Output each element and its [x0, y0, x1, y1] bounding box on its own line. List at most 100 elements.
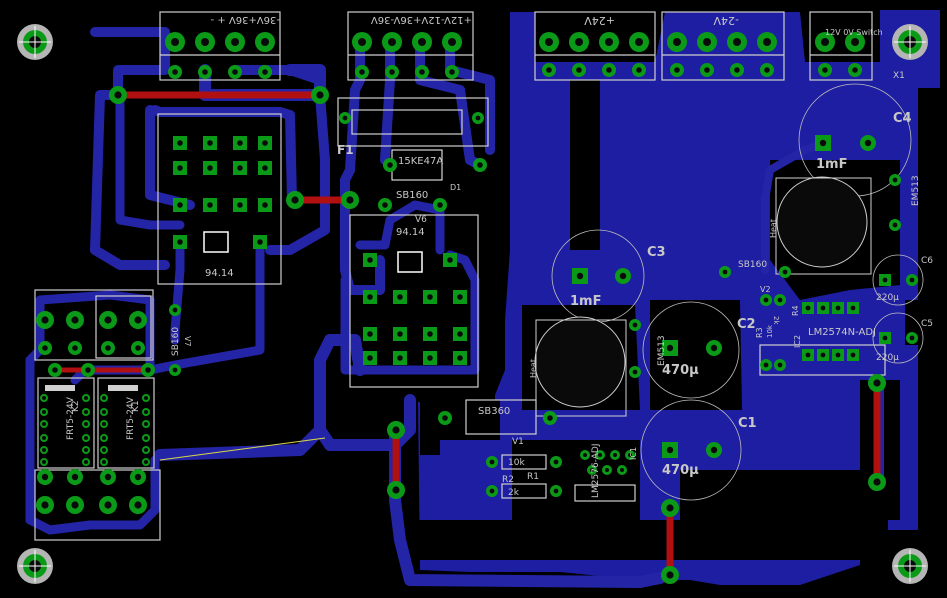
- pad-hole: [84, 436, 88, 440]
- label-ic-9414-a: 94.14: [205, 268, 234, 279]
- pad-hole: [442, 415, 448, 421]
- label-ic2: IC2: [793, 335, 802, 348]
- pad-hole: [177, 140, 183, 146]
- pad-hole: [367, 331, 373, 337]
- pad-hole: [666, 504, 674, 512]
- mounting-holes: [17, 24, 928, 584]
- pad-hole: [632, 369, 638, 375]
- capacitor-outlines: [551, 83, 924, 501]
- pad-hole: [144, 460, 148, 464]
- label-relay2: FRT5-24V: [66, 396, 76, 440]
- pad-hole: [852, 67, 858, 73]
- pad-hole: [102, 422, 106, 426]
- pad-hole: [763, 362, 769, 368]
- pad-hole: [42, 422, 46, 426]
- pad-hole: [851, 38, 859, 46]
- pad-hole: [733, 38, 741, 46]
- pad-hole: [144, 396, 148, 400]
- label-k1: K1: [131, 400, 141, 412]
- label-c6-value: 220µ: [876, 293, 899, 303]
- pad-hole: [316, 91, 324, 99]
- pad-hole: [261, 38, 269, 46]
- pad-hole: [666, 571, 674, 579]
- pad-hole: [457, 355, 463, 361]
- label-r4-value: 2k: [772, 316, 780, 325]
- pad-hole: [666, 446, 674, 454]
- pad-hole: [545, 38, 553, 46]
- label-conn-24m: -24V: [713, 14, 739, 27]
- pad-hole: [84, 396, 88, 400]
- pad-hole: [397, 331, 403, 337]
- pad-hole: [873, 478, 881, 486]
- pad-hole: [782, 269, 788, 275]
- label-v6: V6: [415, 215, 427, 225]
- top-traces: [52, 91, 881, 579]
- pad-hole: [232, 69, 238, 75]
- pad-hole: [636, 67, 642, 73]
- label-v2: V2: [760, 285, 771, 294]
- pad-hole: [666, 344, 674, 352]
- pad-hole: [367, 294, 373, 300]
- label-lm2576: LM2576-ADJ: [591, 444, 601, 498]
- pad-hole: [819, 139, 827, 147]
- label-x1: X1: [893, 71, 905, 81]
- pad-hole: [892, 222, 898, 228]
- pad-hole: [605, 38, 613, 46]
- pad-hole: [72, 345, 78, 351]
- pad-hole: [42, 436, 46, 440]
- pad-hole: [777, 297, 783, 303]
- label-c3: C3: [647, 245, 666, 260]
- label-em513-b: EM513: [911, 175, 921, 206]
- pad-hole: [397, 294, 403, 300]
- label-f1: F1: [337, 143, 354, 157]
- label-c1: C1: [738, 416, 757, 431]
- pad-hole: [207, 202, 213, 208]
- pad-hole: [576, 67, 582, 73]
- pad-hole: [590, 468, 594, 472]
- label-v1: V1: [512, 437, 524, 447]
- pad-hole: [41, 501, 49, 509]
- pad-hole: [820, 305, 826, 311]
- label-r2-value: 2k: [508, 488, 520, 498]
- pad-hole: [84, 460, 88, 464]
- pad-hole: [909, 335, 915, 341]
- pad-hole: [710, 446, 718, 454]
- pad-hole: [145, 367, 151, 373]
- label-r4: R4: [791, 305, 800, 316]
- pad-hole: [864, 139, 872, 147]
- pad-hole: [237, 140, 243, 146]
- pad-hole: [704, 67, 710, 73]
- pad-hole: [546, 67, 552, 73]
- pad-hole: [449, 69, 455, 75]
- pad-hole: [389, 69, 395, 75]
- pad-hole: [71, 501, 79, 509]
- pad-hole: [144, 410, 148, 414]
- pad-hole: [835, 352, 841, 358]
- pad-hole: [764, 67, 770, 73]
- label-r3-value: 10k: [766, 324, 774, 338]
- pad-hole: [777, 362, 783, 368]
- label-c2: C2: [737, 317, 756, 332]
- pad-hole: [102, 396, 106, 400]
- pad-hole: [427, 331, 433, 337]
- pad-hole: [722, 269, 728, 275]
- pad-hole: [613, 453, 617, 457]
- label-em513-a: EM513: [657, 335, 667, 366]
- pad-hole: [583, 453, 587, 457]
- pad-hole: [447, 257, 453, 263]
- pad-hole: [489, 488, 495, 494]
- pad-hole: [575, 38, 583, 46]
- pad-hole: [419, 69, 425, 75]
- label-heat-a: Heat: [529, 359, 538, 378]
- pad-hole: [346, 196, 354, 204]
- label-c5: C5: [921, 319, 933, 329]
- pad-hole: [359, 69, 365, 75]
- label-d1-value: 15KE47A: [398, 156, 443, 167]
- pad-hole: [134, 501, 142, 509]
- pad-hole: [358, 38, 366, 46]
- pad-hole: [734, 67, 740, 73]
- pad-hole: [85, 367, 91, 373]
- pad-hole: [388, 38, 396, 46]
